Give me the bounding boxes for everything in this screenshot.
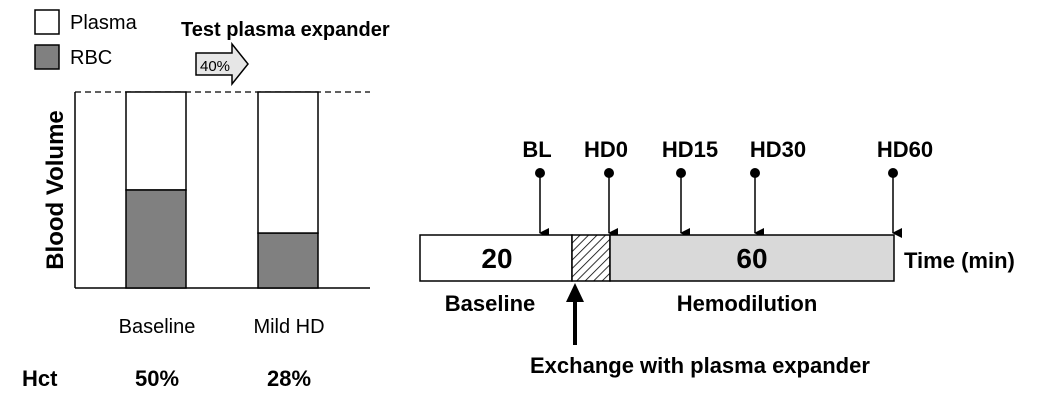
segment-hemodilution-duration: 60: [736, 243, 767, 274]
legend-rbc-swatch: [34, 44, 60, 70]
marker-hd15: HD15: [662, 137, 718, 238]
time-axis-label: Time (min): [904, 248, 1015, 273]
marker-label: HD30: [750, 137, 806, 162]
marker-label: BL: [522, 137, 551, 162]
segment-hemodilution: [609, 234, 895, 282]
legend-plasma-label: Plasma: [70, 12, 138, 34]
bar-label-mild-hd: Mild HD: [253, 316, 324, 338]
segment-baseline-duration: 20: [481, 243, 512, 274]
legend-rbc-label: RBC: [70, 47, 112, 69]
marker-hd0: HD0: [584, 137, 628, 238]
legend-plasma-swatch: [34, 9, 60, 35]
bars: [125, 91, 319, 289]
bar-rbc-segment: [257, 232, 319, 289]
bar-rbc-segment: [125, 189, 187, 289]
bar-plasma-segment: [257, 91, 319, 234]
marker-label: HD0: [584, 137, 628, 162]
marker-hd30: HD30: [750, 137, 806, 238]
blood-chart: Blood Volume Baseline Mild HD Hct 50% 28…: [22, 91, 370, 391]
hct-value-mild-hd: 28%: [267, 366, 311, 391]
exchange-label: Exchange with plasma expander: [530, 353, 870, 378]
segment-exchange: [571, 234, 611, 282]
bar-plasma-segment: [125, 91, 187, 191]
hct-label: Hct: [22, 366, 58, 391]
expander-label: Test plasma expander: [181, 19, 390, 41]
phase-label-baseline: Baseline: [445, 291, 536, 316]
timeline: BL HD0 HD15 HD30 HD60 20 60: [419, 137, 1015, 378]
marker-bl: BL: [522, 137, 552, 238]
bar-label-baseline: Baseline: [119, 316, 196, 338]
hct-value-baseline: 50%: [135, 366, 179, 391]
expander-arrow-icon: [195, 41, 249, 87]
marker-hd60: HD60: [877, 137, 933, 238]
marker-label: HD60: [877, 137, 933, 162]
phase-label-hemodilution: Hemodilution: [677, 291, 818, 316]
exchange-arrow-icon: [566, 283, 584, 345]
legend: Plasma RBC: [34, 9, 138, 70]
y-axis-label: Blood Volume: [42, 110, 69, 270]
expander-percent: 40%: [200, 58, 230, 75]
marker-label: HD15: [662, 137, 718, 162]
